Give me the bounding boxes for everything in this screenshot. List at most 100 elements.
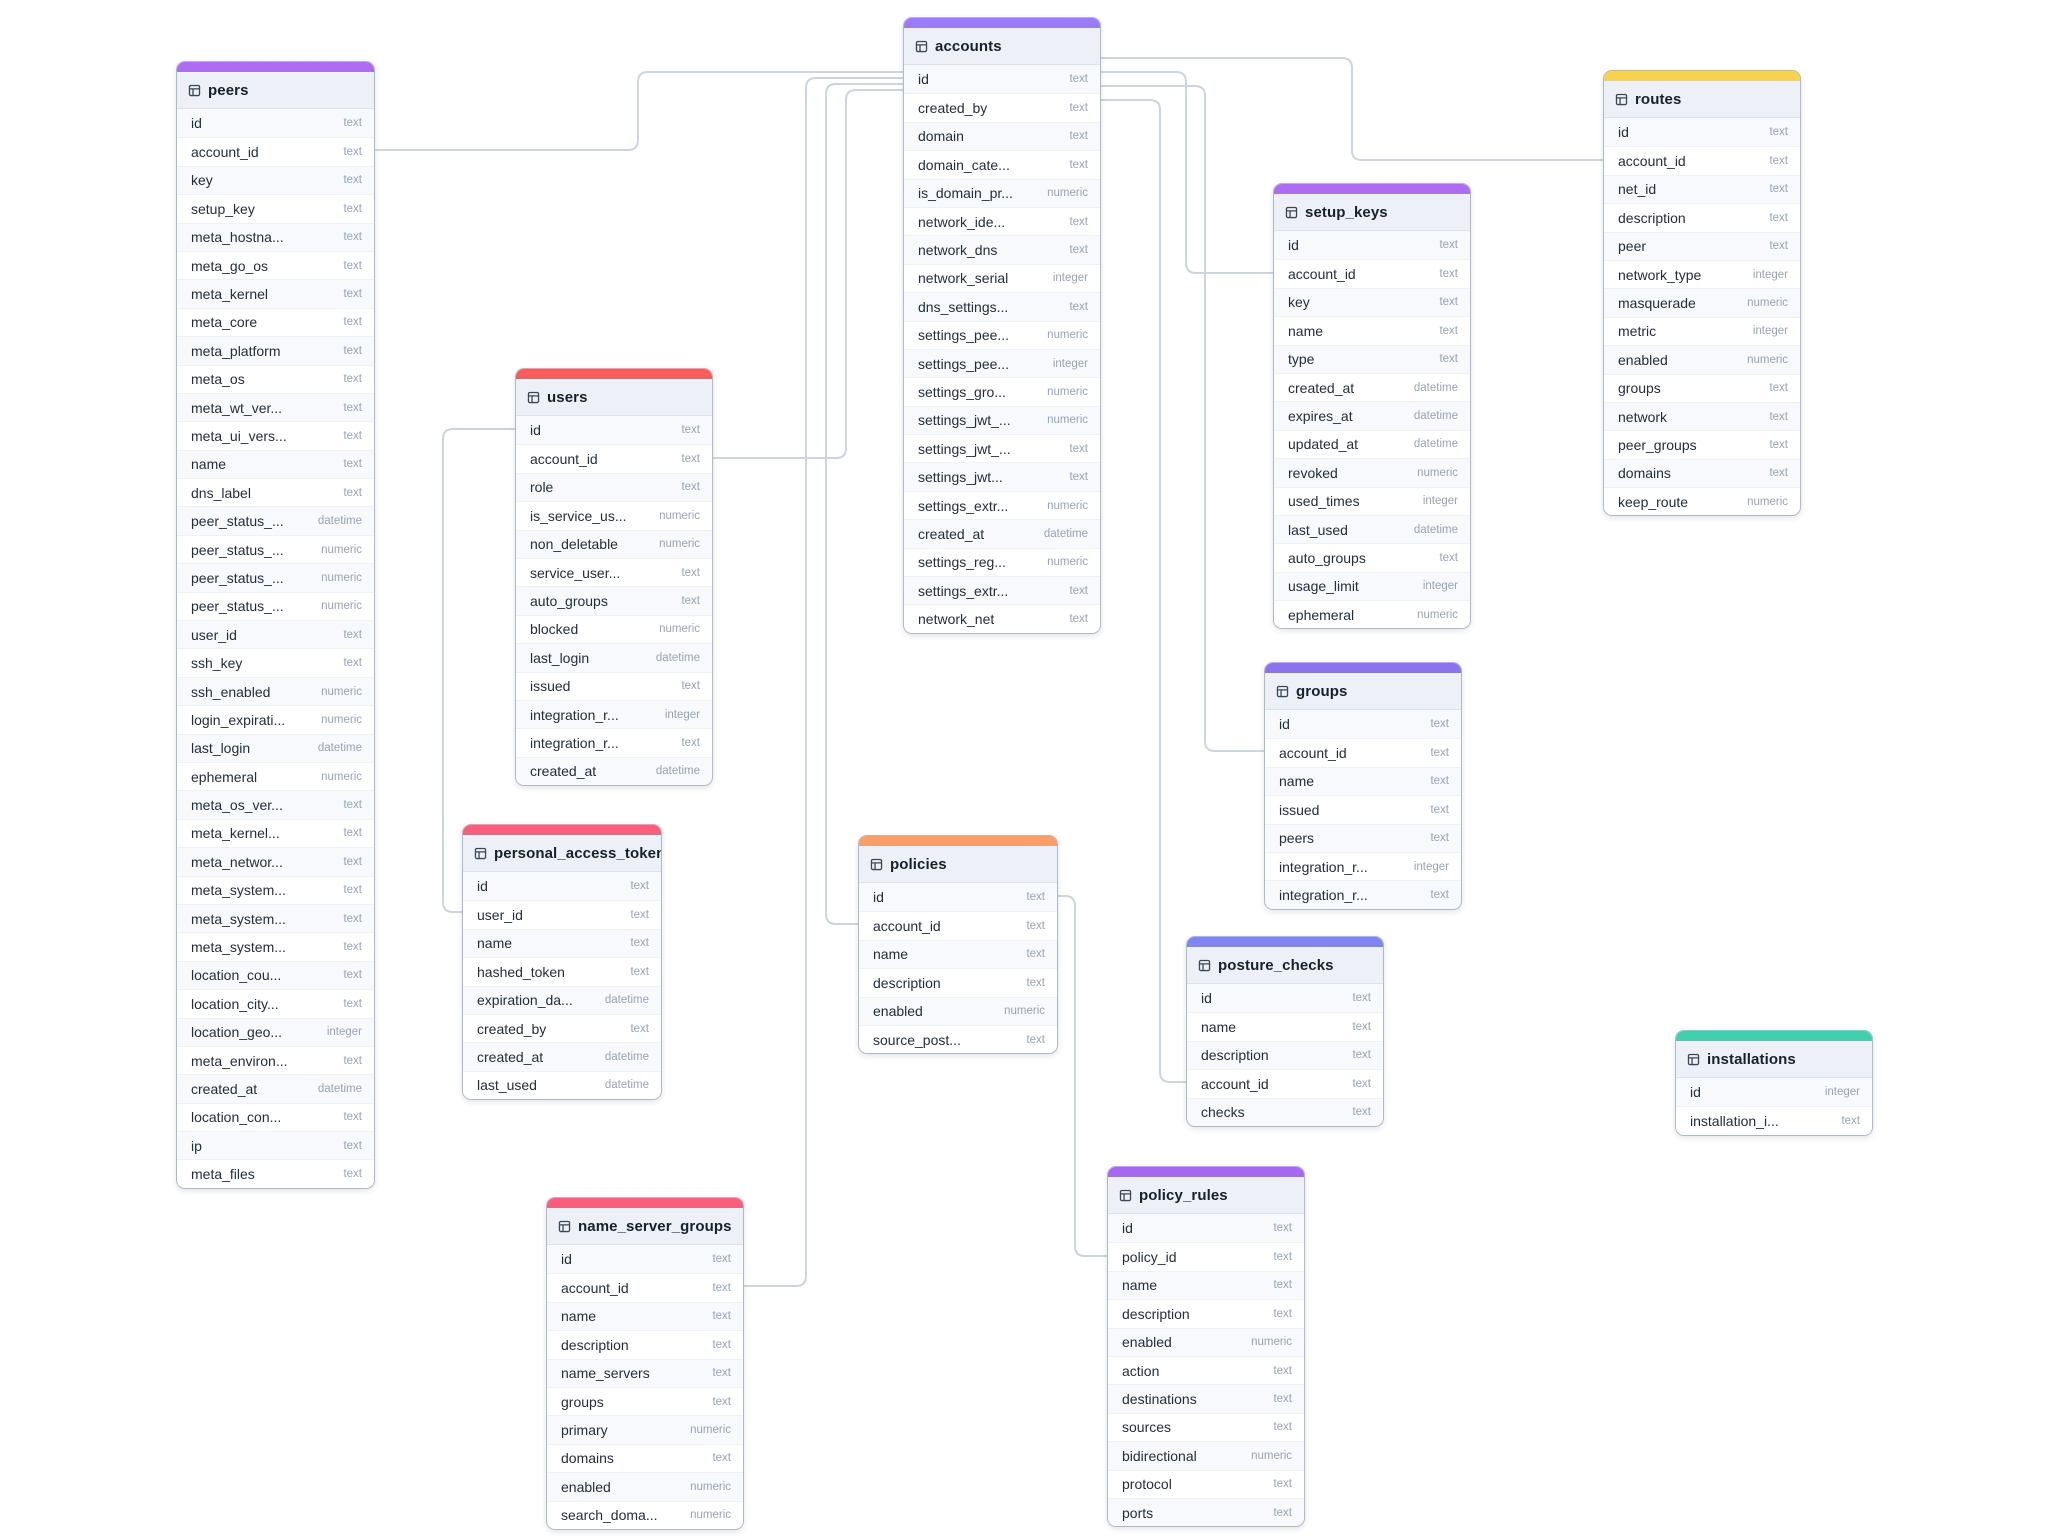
field-row-peers-17[interactable]: peer_status_...numeric	[177, 591, 374, 621]
field-row-peers-24[interactable]: meta_os_ver...text	[177, 790, 374, 819]
field-row-peers-29[interactable]: meta_system...text	[177, 932, 374, 961]
table-header-policies[interactable]: policies	[859, 846, 1057, 883]
field-row-peers-15[interactable]: peer_status_...numeric	[177, 534, 374, 564]
relationship-posture_checks-account_id--accounts-id[interactable]	[1099, 99, 1187, 1083]
field-row-users-3[interactable]: is_service_us...numeric	[516, 501, 712, 530]
table-header-routes[interactable]: routes	[1604, 81, 1800, 118]
field-row-users-11[interactable]: integration_r...text	[516, 728, 712, 757]
field-row-peers-35[interactable]: location_con...text	[177, 1102, 374, 1132]
field-row-peers-10[interactable]: meta_wt_ver...text	[177, 392, 374, 422]
relationship-peers-account_id--accounts-id[interactable]	[374, 71, 904, 151]
field-row-accounts-17[interactable]: settings_reg...numeric	[904, 547, 1100, 577]
field-row-users-10[interactable]: integration_r...integer	[516, 699, 712, 729]
field-row-accounts-11[interactable]: settings_gro...numeric	[904, 377, 1100, 406]
field-row-installations-1[interactable]: installation_i...text	[1676, 1106, 1872, 1135]
table-header-peers[interactable]: peers	[177, 72, 374, 109]
field-row-accounts-4[interactable]: is_domain_pr...numeric	[904, 178, 1100, 207]
field-row-peers-31[interactable]: location_city...text	[177, 989, 374, 1018]
table-header-users[interactable]: users	[516, 379, 712, 416]
field-row-accounts-15[interactable]: settings_extr...numeric	[904, 490, 1100, 520]
relationship-users-account_id--accounts-id[interactable]	[711, 89, 904, 459]
field-row-peers-21[interactable]: login_expirati...numeric	[177, 705, 374, 734]
field-row-personal_access_tokens-4[interactable]: expiration_da...datetime	[463, 985, 661, 1014]
table-header-installations[interactable]: installations	[1676, 1041, 1872, 1078]
field-row-peers-25[interactable]: meta_kernel...text	[177, 818, 374, 848]
field-row-accounts-8[interactable]: dns_settings...text	[904, 292, 1100, 321]
field-row-groups-6[interactable]: integration_r...text	[1265, 880, 1461, 909]
field-row-accounts-12[interactable]: settings_jwt_...numeric	[904, 405, 1100, 435]
field-row-groups-5[interactable]: integration_r...integer	[1265, 851, 1461, 881]
field-row-accounts-10[interactable]: settings_pee...integer	[904, 348, 1100, 378]
field-row-peers-4[interactable]: meta_hostna...text	[177, 222, 374, 251]
table-header-groups[interactable]: groups	[1265, 673, 1461, 710]
